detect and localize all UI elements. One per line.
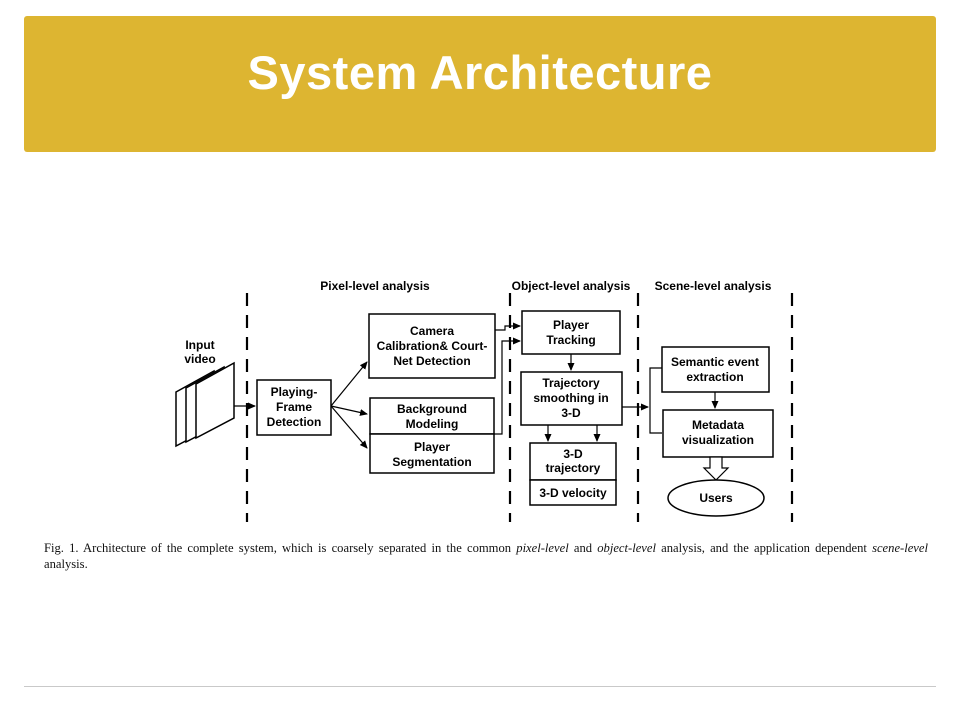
smoothing-text-1: Trajectory — [542, 376, 600, 390]
background-text-1: Background — [397, 402, 467, 416]
figure-caption: Fig. 1. Architecture of the complete sys… — [44, 540, 928, 572]
slide-title: System Architecture — [247, 45, 713, 99]
camera-calibration-box: Camera Calibration& Court- Net Detection — [368, 313, 496, 379]
users-text: Users — [699, 491, 733, 505]
section-label-object: Object-level analysis — [512, 279, 631, 293]
camera-text-2: Calibration& Court- — [377, 339, 488, 353]
users-node: Users — [667, 479, 765, 517]
playing-frame-text-3: Detection — [267, 415, 322, 429]
connector-scene-branch-lower — [649, 407, 662, 434]
segmentation-text-2: Segmentation — [392, 455, 471, 469]
playing-frame-detection-box: Playing- Frame Detection — [256, 379, 332, 436]
metadata-visualization-box: Metadata visualization — [662, 409, 774, 458]
section-label-scene: Scene-level analysis — [655, 279, 772, 293]
camera-text-3: Net Detection — [393, 354, 470, 368]
caption-italic-3: scene-level — [872, 541, 928, 555]
section-label-pixel: Pixel-level analysis — [320, 279, 430, 293]
semantic-text-2: extraction — [686, 370, 743, 384]
video-frames-icon — [175, 361, 235, 448]
background-modeling-box: Background Modeling — [369, 397, 495, 435]
metadata-text-2: visualization — [682, 433, 754, 447]
playing-frame-text-2: Frame — [276, 400, 312, 414]
caption-part-3: analysis, and the application dependent — [655, 541, 873, 555]
camera-text-1: Camera — [410, 324, 454, 338]
background-text-2: Modeling — [406, 417, 459, 431]
hollow-arrow-icon — [702, 456, 730, 481]
arrow-segmentation-to-tracking — [494, 337, 521, 435]
velocity-3d-text: 3-D velocity — [539, 486, 607, 500]
title-bar: System Architecture — [24, 16, 936, 152]
player-segmentation-box: Player Segmentation — [369, 433, 495, 474]
caption-part-4: analysis. — [44, 557, 88, 571]
caption-part-1: Fig. 1. Architecture of the complete sys… — [44, 541, 517, 555]
semantic-text-1: Semantic event — [671, 355, 759, 369]
smoothing-text-3: 3-D — [561, 406, 581, 420]
semantic-event-box: Semantic event extraction — [661, 346, 770, 393]
arrow-playing-to-background — [330, 405, 368, 416]
connector-scene-branch — [649, 367, 662, 407]
trajectory-smoothing-box: Trajectory smoothing in 3-D — [520, 371, 623, 426]
arrow-playing-to-segmentation — [330, 405, 368, 449]
trajectory-3d-text-2: trajectory — [546, 461, 601, 475]
velocity-3d-box: 3-D velocity — [529, 479, 617, 506]
tracking-text-1: Player — [553, 318, 589, 332]
trajectory-3d-text-1: 3-D — [563, 447, 583, 461]
caption-italic-1: pixel-level — [516, 541, 569, 555]
trajectory-3d-box: 3-D trajectory — [529, 442, 617, 481]
caption-part-2: and — [568, 541, 598, 555]
tracking-text-2: Tracking — [546, 333, 595, 347]
arrow-camera-to-tracking — [495, 322, 521, 331]
smoothing-text-2: smoothing in — [533, 391, 608, 405]
arrow-playing-to-camera — [330, 361, 368, 407]
input-label-line1: Input — [185, 338, 214, 352]
metadata-text-1: Metadata — [692, 418, 744, 432]
caption-italic-2: object-level — [597, 541, 656, 555]
player-tracking-box: Player Tracking — [521, 310, 621, 355]
segmentation-text-1: Player — [414, 440, 450, 454]
playing-frame-text-1: Playing- — [271, 385, 318, 399]
footer-divider — [24, 686, 936, 687]
input-label-line2: video — [184, 352, 215, 366]
